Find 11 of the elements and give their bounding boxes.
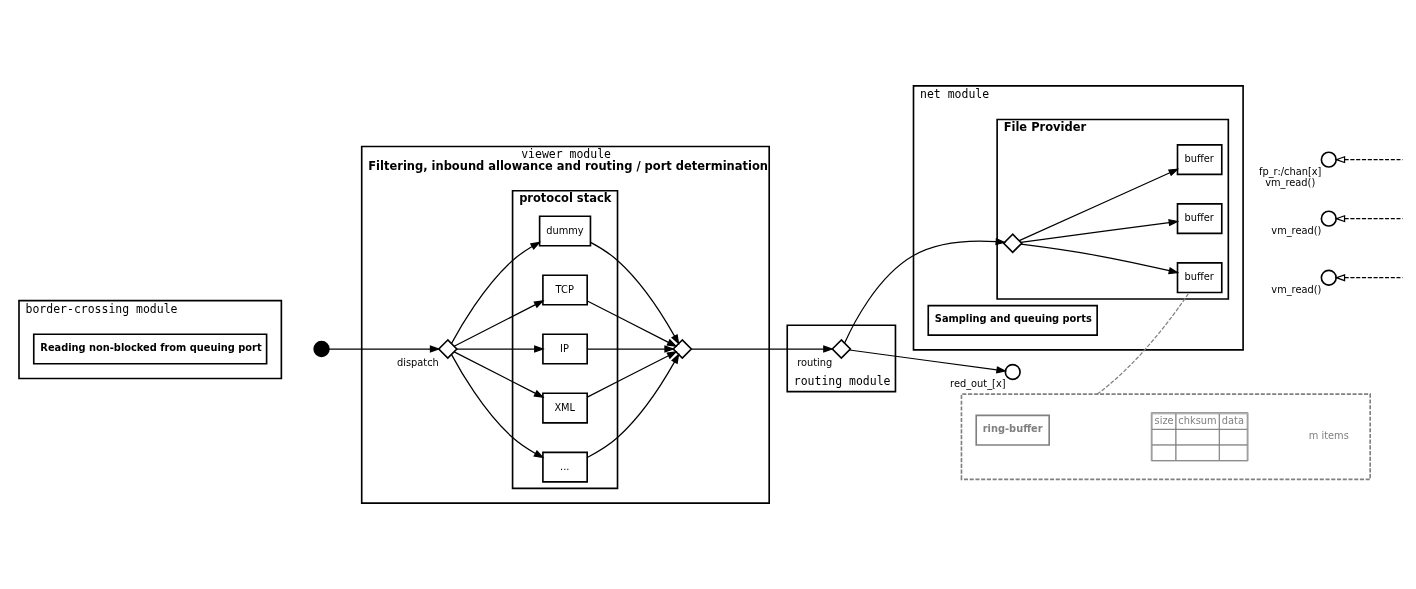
label: data bbox=[1221, 415, 1244, 427]
node-label: fp_r:/chan[x] bbox=[1258, 165, 1322, 177]
node-label: vm_read() bbox=[1271, 283, 1322, 295]
label: m items bbox=[1308, 430, 1349, 442]
node-label: routing bbox=[797, 356, 833, 368]
label: size bbox=[1154, 415, 1174, 427]
node-label: red_out_[x] bbox=[950, 378, 1006, 390]
node-label: vm_read() bbox=[1271, 224, 1322, 236]
node-label: vm_read() bbox=[1265, 176, 1316, 188]
label: chksum bbox=[1178, 415, 1217, 427]
node-label: dispatch bbox=[396, 356, 439, 368]
